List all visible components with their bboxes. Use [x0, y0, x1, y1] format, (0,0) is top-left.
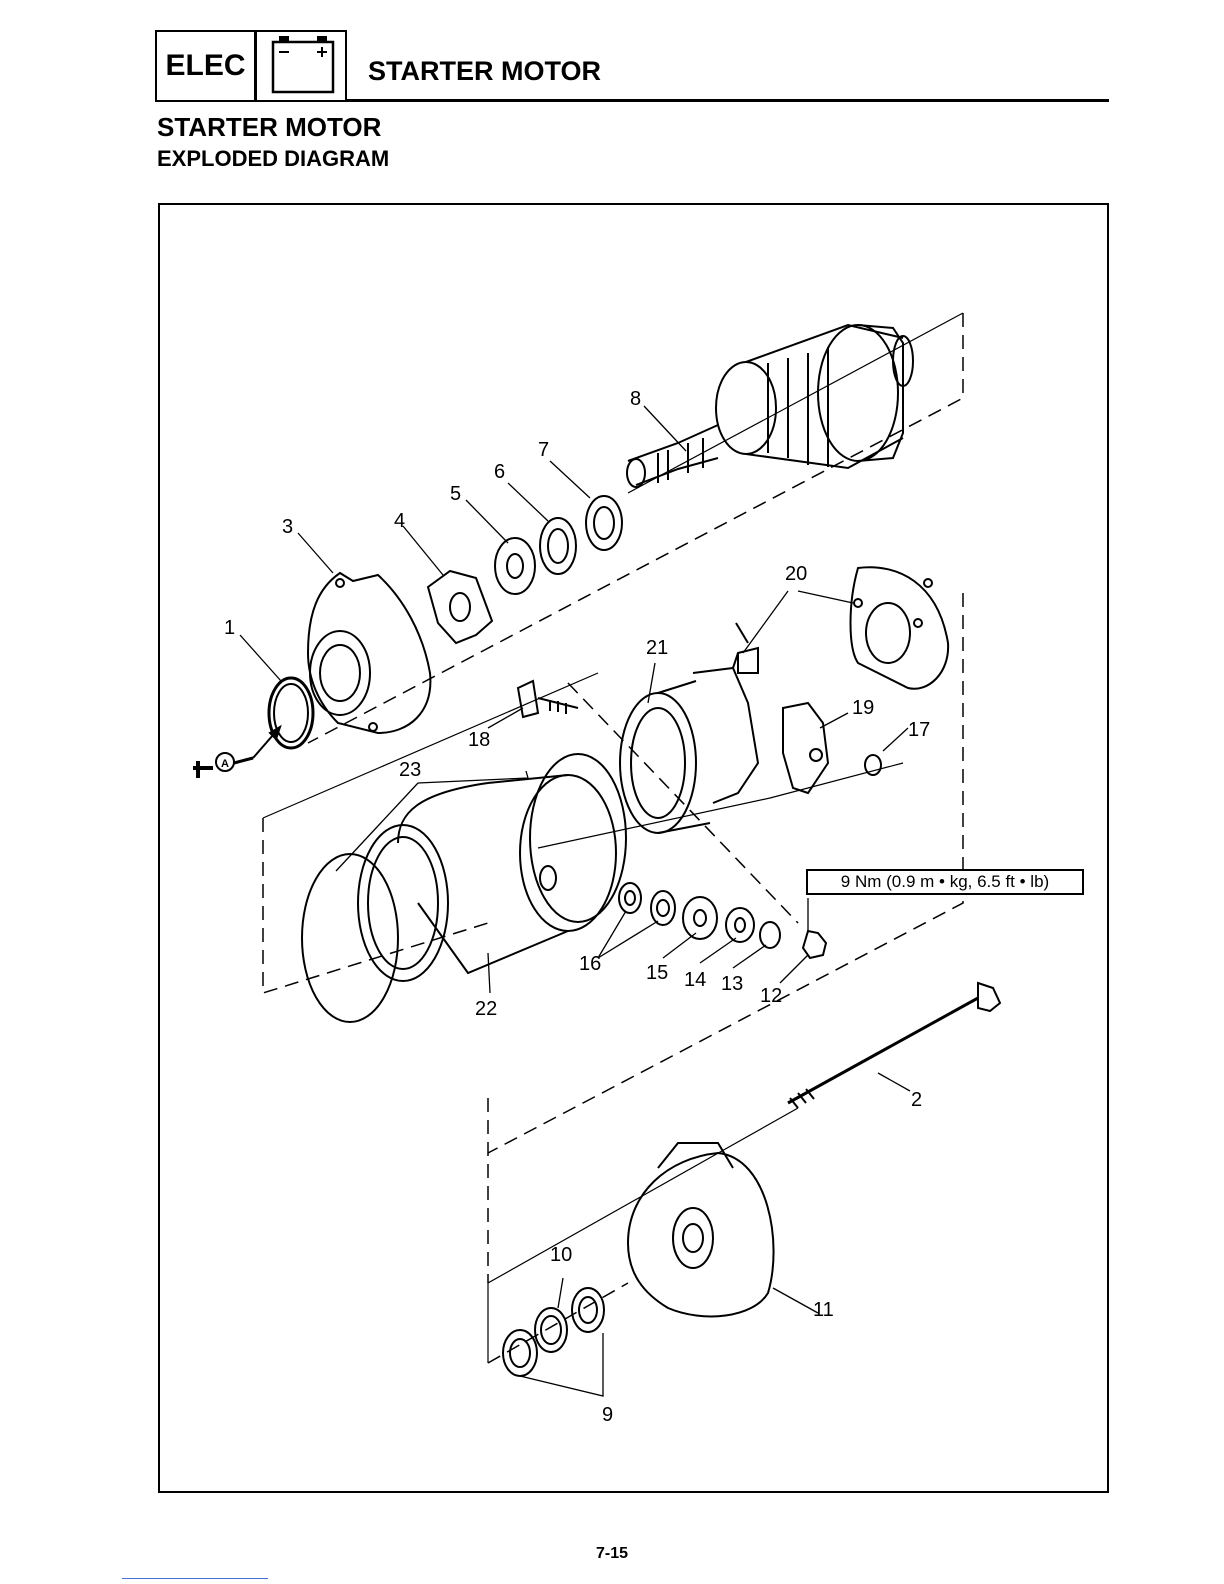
washer-10 — [535, 1308, 567, 1352]
washer-6 — [540, 518, 576, 574]
armature — [627, 325, 913, 487]
section-tag: ELEC — [157, 32, 257, 100]
washer-16b — [651, 891, 675, 925]
washer-15 — [683, 897, 717, 939]
part-label-19: 19 — [852, 697, 874, 719]
o-ring-23a — [530, 754, 626, 922]
part-label-8: 8 — [630, 388, 641, 410]
part-label-10: 10 — [550, 1244, 572, 1266]
part-label-6: 6 — [494, 461, 505, 483]
torque-spec: 9 Nm (0.9 m • kg, 6.5 ft • lb) — [806, 869, 1084, 895]
footer-link-line — [122, 1578, 268, 1579]
washer-7 — [586, 496, 622, 550]
o-ring-23b — [302, 854, 398, 1022]
part-label-22: 22 — [475, 998, 497, 1020]
battery-icon — [259, 32, 347, 100]
part-label-18: 18 — [468, 729, 490, 751]
part-label-11: 11 — [813, 1299, 834, 1321]
part-label-17: 17 — [908, 719, 930, 741]
header-rule — [347, 99, 1109, 102]
through-bolt-2 — [788, 998, 978, 1103]
washer-16a — [619, 883, 641, 913]
lube-symbol-label: A — [221, 758, 229, 770]
part-label-3: 3 — [282, 516, 293, 538]
washer-5 — [495, 538, 535, 594]
washer-14 — [726, 908, 754, 942]
nut-12 — [803, 931, 826, 958]
part-label-21: 21 — [646, 637, 668, 659]
brush-19 — [783, 703, 828, 793]
part-label-7: 7 — [538, 439, 549, 461]
washer-13 — [760, 922, 780, 948]
lock-plate-4 — [428, 571, 492, 643]
brush-assembly — [693, 668, 758, 803]
section-title: STARTER MOTOR — [157, 112, 381, 143]
section-subtitle: EXPLODED DIAGRAM — [157, 146, 389, 172]
part-label-20: 20 — [785, 563, 807, 585]
part-label-12: 12 — [760, 985, 782, 1007]
section-tag-box: ELEC — [155, 30, 347, 102]
page-number: 7-15 — [0, 1545, 1224, 1563]
part-label-9: 9 — [602, 1404, 613, 1426]
part-label-4: 4 — [394, 510, 405, 532]
bolt-18 — [518, 681, 538, 717]
washer-9a — [572, 1288, 604, 1332]
part-label-16: 16 — [579, 953, 601, 975]
part-label-14: 14 — [684, 969, 706, 991]
brush-plate-20 — [851, 567, 949, 689]
washer-9b — [503, 1330, 537, 1376]
exploded-diagram: 1 2 3 4 5 6 7 8 9 10 11 12 13 14 15 16 1… — [158, 203, 1109, 1493]
part-label-15: 15 — [646, 962, 668, 984]
part-label-5: 5 — [450, 483, 461, 505]
part-label-23: 23 — [399, 759, 421, 781]
rear-cover-11 — [628, 1153, 774, 1316]
part-label-2: 2 — [911, 1089, 922, 1111]
page-header-title: STARTER MOTOR — [368, 56, 601, 87]
part-label-13: 13 — [721, 973, 743, 995]
part-label-1: 1 — [224, 617, 235, 639]
